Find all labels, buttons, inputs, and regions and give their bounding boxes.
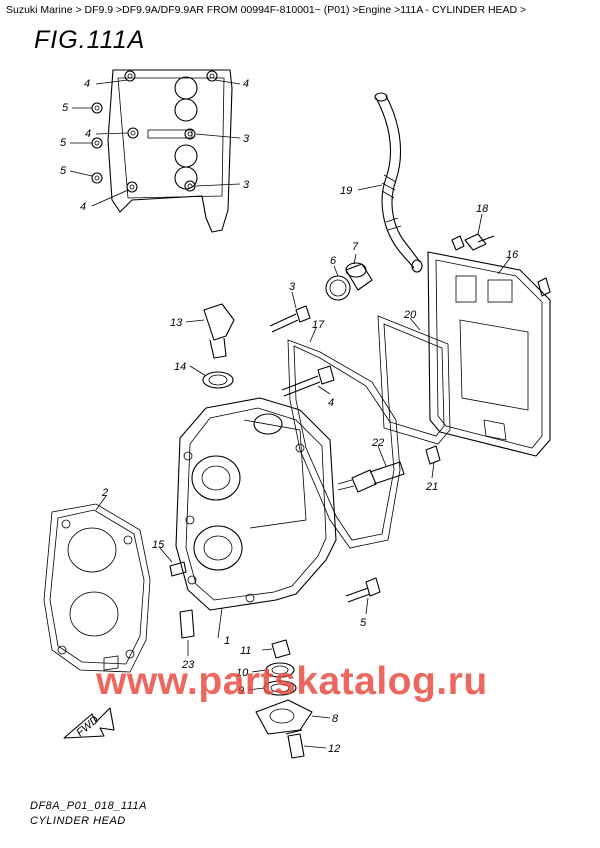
callout-6[interactable]: 6 (330, 255, 337, 267)
callout-1[interactable]: 1 (224, 635, 230, 647)
callout-3-mid[interactable]: 3 (243, 133, 250, 145)
callout-12[interactable]: 12 (328, 743, 340, 755)
bolt-5 (345, 577, 381, 615)
inset-cylinder-head (69, 69, 241, 233)
callout-8[interactable]: 8 (332, 713, 339, 725)
callout-10[interactable]: 10 (236, 667, 249, 679)
thermostat-assembly (247, 639, 331, 759)
bolts-upper (269, 291, 335, 397)
callout-7[interactable]: 7 (352, 241, 359, 253)
callout-4-mid[interactable]: 4 (85, 128, 91, 140)
head-gasket (43, 495, 151, 673)
bolt-18 (464, 213, 495, 251)
callout-16[interactable]: 16 (506, 249, 519, 261)
figure-title: FIG.111A (34, 26, 146, 54)
diagram-code: DF8A_P01_018_111A (30, 800, 147, 812)
fwd-arrow-icon (63, 707, 115, 739)
fwd-label: FWD (74, 714, 101, 739)
callout-5-lower-bolt[interactable]: 5 (360, 617, 367, 629)
callout-3-low[interactable]: 3 (243, 179, 250, 191)
callout-23[interactable]: 23 (181, 659, 195, 671)
callout-14[interactable]: 14 (174, 361, 186, 373)
callout-19[interactable]: 19 (340, 185, 352, 197)
watermark: www.partskatalog.ru (96, 660, 488, 703)
callout-4-top-right[interactable]: 4 (243, 78, 249, 90)
gasket-17 (287, 327, 401, 549)
callout-5-top[interactable]: 5 (62, 102, 69, 114)
dowel-pins (159, 547, 195, 656)
diagram-name: CYLINDER HEAD (30, 815, 126, 827)
oil-filler-cap (325, 253, 373, 301)
breadcrumb[interactable]: Suzuki Marine > DF9.9 >DF9.9A/DF9.9AR FR… (6, 4, 527, 16)
breather-fitting (185, 303, 235, 389)
callout-22[interactable]: 22 (371, 437, 384, 449)
callout-3-upper-bolt[interactable]: 3 (289, 281, 296, 293)
callout-20[interactable]: 20 (403, 309, 417, 321)
spark-plug (337, 445, 405, 493)
callout-4-bottom[interactable]: 4 (80, 201, 86, 213)
callout-4-upper-bolt[interactable]: 4 (328, 397, 334, 409)
callout-11[interactable]: 11 (240, 645, 251, 657)
bolt-21 (425, 445, 441, 479)
callout-9[interactable]: 9 (238, 685, 244, 697)
cylinder-head-cover (427, 235, 551, 457)
cover-gasket (377, 315, 451, 445)
callout-18[interactable]: 18 (476, 203, 489, 215)
callout-15[interactable]: 15 (152, 539, 165, 551)
callout-5-low[interactable]: 5 (60, 165, 67, 177)
cylinder-head (175, 397, 337, 639)
callout-2[interactable]: 2 (101, 487, 108, 499)
callout-17[interactable]: 17 (312, 319, 325, 331)
callout-5-mid[interactable]: 5 (60, 137, 67, 149)
water-hose (357, 92, 423, 273)
callout-21[interactable]: 21 (425, 481, 438, 493)
callout-4-top-left[interactable]: 4 (84, 78, 90, 90)
callout-13[interactable]: 13 (170, 317, 183, 329)
